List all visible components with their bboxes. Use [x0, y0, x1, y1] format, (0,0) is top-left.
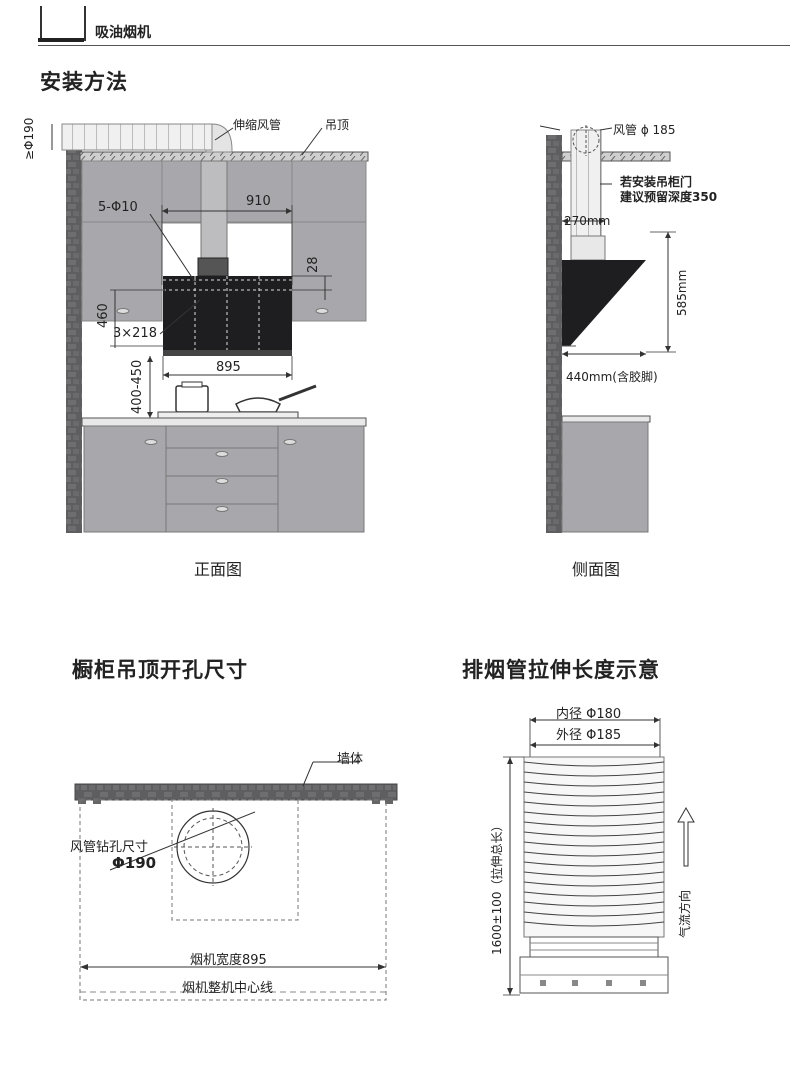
side-dim-585: 585mm — [675, 269, 689, 316]
front-ceiling — [79, 151, 369, 162]
side-hood-body — [562, 260, 646, 346]
front-label-holes: 5-Φ10 — [98, 200, 138, 215]
cabinet-wall-slab — [74, 783, 398, 801]
front-upper-cabinet-right — [291, 160, 367, 322]
front-label-ceiling: 吊顶 — [325, 118, 350, 132]
front-dim-460: 460 — [96, 303, 111, 328]
front-label-3x218: 3×218 — [113, 326, 157, 341]
side-caption: 侧面图 — [572, 560, 621, 579]
front-dim-895: 895 — [216, 360, 241, 375]
cabinet-label-hole: 风管钻孔尺寸 — [70, 840, 149, 855]
cabinet-label-wall: 墙体 — [337, 752, 364, 767]
front-upper-cabinet-left — [81, 160, 163, 322]
side-label-duct: 风管 ϕ 185 — [613, 123, 676, 137]
side-base-cabinet — [561, 421, 649, 533]
side-note-line2: 建议预留深度350 — [620, 190, 718, 204]
front-countertop — [81, 417, 367, 427]
front-pan — [235, 397, 281, 413]
side-dim-270: 270mm — [564, 214, 611, 228]
header-box-bar — [38, 38, 84, 42]
front-dim-910: 910 — [246, 194, 271, 209]
duct-corrugation — [523, 756, 665, 938]
cabinet-label-width: 烟机宽度895 — [190, 953, 267, 968]
cabinet-title: 橱柜吊顶开孔尺寸 — [72, 658, 248, 682]
cabinet-label-center: 烟机整机中心线 — [182, 981, 274, 996]
front-label-duct: 伸缩风管 — [233, 118, 282, 132]
side-ceiling — [561, 151, 671, 162]
duct-label-airflow: 气流方向 — [678, 889, 692, 938]
install-title: 安装方法 — [40, 70, 128, 94]
header-rule — [38, 45, 790, 46]
front-dim-height: 400-450 — [130, 359, 145, 414]
front-caption: 正面图 — [194, 560, 243, 579]
front-duct-horizontal — [61, 123, 213, 151]
duct-title: 排烟管拉伸长度示意 — [462, 658, 660, 682]
duct-label-length: 1600±100（拉伸总长） — [490, 819, 504, 956]
front-pot — [175, 385, 209, 413]
side-note-line1: 若安装吊柜门 — [620, 175, 693, 189]
side-countertop — [561, 415, 651, 423]
header-title: 吸油烟机 — [95, 25, 151, 41]
cabinet-label-hole-size: Φ190 — [112, 854, 157, 872]
side-hood-collar — [570, 235, 606, 261]
front-dim-28: 28 — [306, 256, 321, 273]
duct-label-outer: 外径 Φ185 — [556, 728, 622, 743]
duct-collar — [529, 936, 659, 958]
side-wall — [546, 135, 562, 533]
cabinet-hole-area — [171, 799, 299, 921]
front-duct-bend — [205, 123, 233, 153]
airflow-arrow — [677, 806, 695, 867]
side-dim-440: 440mm(含胶脚) — [566, 370, 658, 384]
front-cooktop — [157, 411, 299, 419]
front-label-phi190: ≥Φ190 — [22, 117, 36, 160]
duct-label-inner: 内径 Φ180 — [556, 707, 622, 722]
front-hood-collar — [197, 257, 229, 277]
cabinet-outline — [79, 799, 387, 1001]
front-wall — [66, 145, 82, 533]
